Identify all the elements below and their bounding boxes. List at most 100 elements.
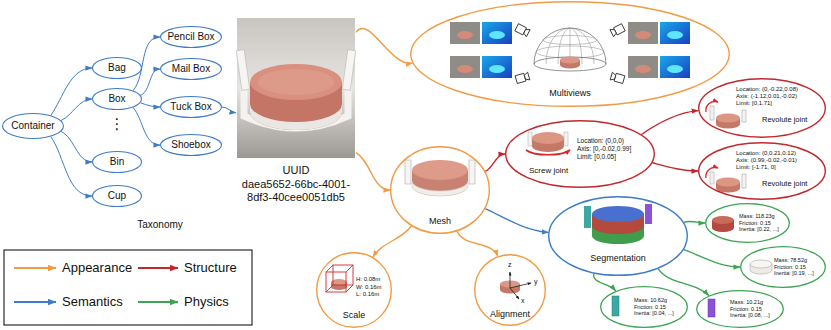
revolute-joint-illustration-part xyxy=(706,101,718,112)
mesh-illustration-part xyxy=(469,160,475,184)
multiview-illustration xyxy=(450,22,690,83)
screw-joint-illustration-part xyxy=(526,150,570,155)
multiview-illustration-part xyxy=(515,72,530,83)
category-ellipse: Bag xyxy=(92,57,142,79)
object-photo-image-part xyxy=(236,50,249,91)
revolute-joint-illustration-part xyxy=(710,172,714,184)
axis-label: z xyxy=(508,261,512,269)
node-outline-shape xyxy=(317,253,392,328)
multiview-illustration-part xyxy=(660,22,690,44)
node-outline-shape xyxy=(475,255,546,326)
axis-label: x xyxy=(521,297,525,305)
mesh-illustration xyxy=(405,160,475,196)
node-outline-shape xyxy=(506,121,655,188)
semantics-ellipse: Segmentation xyxy=(548,196,688,276)
connector xyxy=(133,107,160,145)
legend-label: Physics xyxy=(184,294,229,310)
physics-properties: Mass: 118.23g Friction: 0.15 Inertia: [0… xyxy=(739,213,784,233)
category-label: Pencil Box xyxy=(167,31,214,43)
legend-frame xyxy=(4,250,252,325)
part-illustration-part xyxy=(612,296,619,316)
revolute-joint-illustration-part xyxy=(742,174,746,188)
view-title: Alignment xyxy=(490,309,530,320)
scale-illustration xyxy=(326,265,353,292)
revolute-joint-illustration-part xyxy=(716,114,740,123)
connector xyxy=(51,68,92,115)
category-label: Container xyxy=(11,120,54,132)
node-outline-shape xyxy=(93,186,142,207)
physics-ellipse: Mass: 10.21g Friction: 0.15 Inertia: [0.… xyxy=(696,290,784,328)
node-outline-shape xyxy=(161,135,222,156)
physics-ellipse: Mass: 118.23g Friction: 0.15 Inertia: [0… xyxy=(705,203,790,243)
node-outline-shape xyxy=(411,2,730,107)
uuid-value: daea5652-66bc-4001-8df3-40cee0051db5 xyxy=(241,178,352,204)
multiview-illustration-part xyxy=(450,56,480,78)
screw-joint-illustration-part xyxy=(528,132,532,146)
axis-label: y xyxy=(534,278,538,286)
multiview-illustration-part xyxy=(667,65,683,73)
dimension-values: H: 0.08m W: 0.16m L: 0.16m xyxy=(356,276,385,299)
node-outline-shape xyxy=(706,204,790,243)
legend-frame-part xyxy=(4,250,252,325)
legend-frame-part xyxy=(14,267,56,269)
node-outline-shape xyxy=(391,147,490,234)
multiview-illustration-part-part xyxy=(523,28,530,37)
physics-properties: Mass: 10.21g Friction: 0.15 Inertia: [0.… xyxy=(730,299,775,319)
category-label: Bin xyxy=(110,156,124,168)
node-outline-shape xyxy=(161,27,222,48)
part-illustration-part xyxy=(712,216,734,224)
legend-frame-part xyxy=(138,301,178,303)
joint-parameters: Location: (0,0,0) Axis: [0,-0.02,0.99] L… xyxy=(577,137,636,160)
revolute-joint-illustration-part xyxy=(742,110,746,122)
multiview-illustration-part xyxy=(482,56,512,78)
category-label: Bag xyxy=(108,62,126,74)
category-label: Cup xyxy=(108,190,126,202)
view-title: Segmentation xyxy=(590,253,646,264)
segmentation-illustration-part xyxy=(592,206,644,222)
appearance-ellipse: Multiviews xyxy=(410,1,730,107)
joint-type: Revolute joint xyxy=(762,179,807,188)
node-outline-shape xyxy=(741,247,826,288)
joint-parameters: Location: (0,-0.22,0.08) Axis: (-1.12,0.… xyxy=(736,86,802,108)
object-photo: UUIDdaea5652-66bc-4001-8df3-40cee0051db5 xyxy=(236,18,356,218)
connector xyxy=(684,221,705,223)
connector xyxy=(485,209,548,233)
category-ellipse: Container xyxy=(2,113,64,139)
uuid-heading: UUID xyxy=(236,164,356,177)
multiview-illustration-part xyxy=(482,22,512,44)
connector xyxy=(684,250,740,267)
caption-label: Taxonomy xyxy=(137,219,183,231)
legend-label: Semantics xyxy=(62,294,123,310)
connector xyxy=(61,99,92,121)
view-title: Scale xyxy=(343,310,366,321)
alignment-illustration-part xyxy=(510,288,519,299)
category-label: Tuck Box xyxy=(170,101,211,113)
category-ellipse: Mail Box xyxy=(160,58,222,80)
multiview-illustration-part xyxy=(489,31,505,39)
screw-joint-illustration-part xyxy=(564,132,568,146)
appearance-circle: H: 0.08m W: 0.16m L: 0.16mScale xyxy=(316,252,392,328)
segmentation-illustration xyxy=(584,204,652,244)
multiview-illustration-part xyxy=(628,22,658,44)
node-outline-shape xyxy=(699,143,826,200)
category-ellipse: Bin xyxy=(92,151,142,173)
multiview-illustration-part-part xyxy=(610,72,616,81)
multiview-illustration-part xyxy=(667,31,683,39)
joint-parameters: Location: (0,0.21,0.12) Axis: (0.99,-0.0… xyxy=(736,150,802,172)
joint-ellipse: Location: (0,0,0) Axis: [0,-0.02,0.99] L… xyxy=(505,120,655,188)
node-outline-shape xyxy=(601,287,688,328)
object-photo-image-part xyxy=(258,69,334,95)
physics-ellipse: Mass: 10.62g Friction: 0.15 Inertia: [0.… xyxy=(600,286,688,328)
multiview-illustration-part xyxy=(560,57,580,64)
physics-ellipse: Mass: 78.52g Friction: 0.15 Inertia: [0.… xyxy=(740,246,826,288)
alignment-illustration-part xyxy=(510,272,511,288)
appearance-ellipse: Mesh xyxy=(390,146,490,234)
segmentation-illustration-part xyxy=(584,206,591,228)
connector xyxy=(652,163,698,171)
connector xyxy=(594,274,616,291)
screw-joint-illustration xyxy=(526,132,570,155)
joint-type: Screw joint xyxy=(529,166,568,176)
